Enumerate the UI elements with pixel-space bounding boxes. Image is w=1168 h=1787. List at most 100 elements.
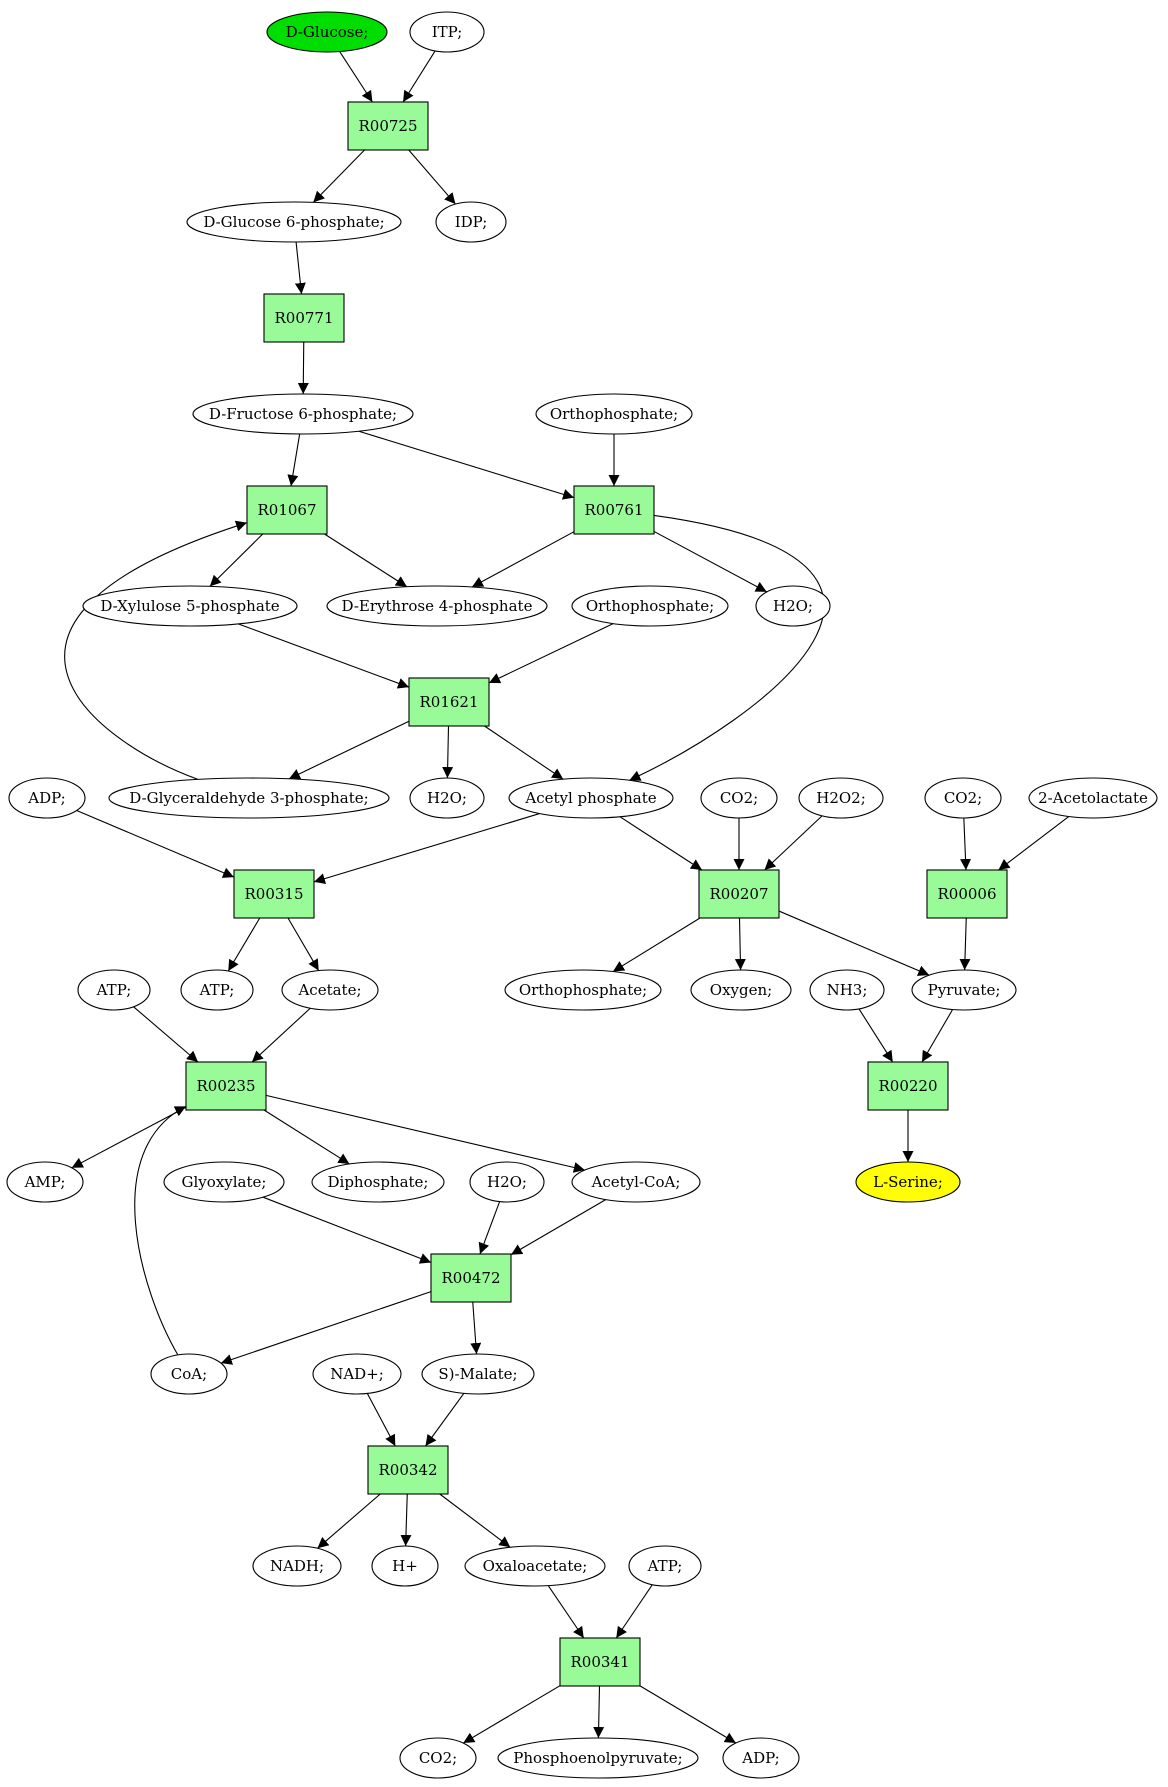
node-label: NAD+;	[330, 1365, 384, 1383]
metabolite-node-nad: NAD+;	[312, 1353, 402, 1395]
edge-R00761-to-h2o1	[653, 530, 767, 593]
reaction-box	[698, 869, 780, 919]
edge-glyoxylate-to-R00472	[262, 1196, 432, 1264]
edge-atp3-to-R00341	[615, 1584, 653, 1639]
metabolite-ellipse	[435, 201, 507, 243]
edge-R00235-to-diphosphate	[263, 1109, 350, 1165]
edge-R00341-to-pep	[593, 1685, 605, 1739]
metabolite-ellipse	[690, 969, 792, 1011]
reaction-node-r01067: R01067	[246, 485, 328, 535]
node-label: H2O2;	[816, 789, 866, 807]
edge-R00725-to-g6p	[312, 149, 365, 203]
node-label: NH3;	[827, 981, 868, 999]
metabolite-ellipse	[6, 1161, 84, 1203]
node-label: ATP;	[647, 1557, 683, 1575]
edge-oxaloacetate-to-R00341	[547, 1585, 585, 1639]
metabolite-ellipse	[77, 969, 151, 1011]
node-label: R00342	[378, 1461, 437, 1479]
node-label: Acetate;	[297, 981, 361, 999]
node-label: H2O;	[773, 597, 813, 615]
metabolite-ellipse	[1028, 777, 1158, 819]
edge-h2o3-to-R00472	[478, 1201, 501, 1255]
edge-acetylcoa-to-R00472	[510, 1199, 606, 1256]
reaction-box	[926, 869, 1008, 919]
metabolite-node-d-glucose: D-Glucose;	[266, 11, 388, 53]
reaction-node-r00006: R00006	[926, 869, 1008, 919]
node-label: R00761	[584, 501, 643, 519]
node-label: D-Glyceraldehyde 3-phosphate;	[129, 789, 368, 807]
node-label: R00220	[878, 1077, 937, 1095]
edge-f6p-to-R00761	[358, 430, 575, 500]
node-label: IDP;	[455, 213, 488, 231]
metabolite-node-coa: CoA;	[150, 1353, 228, 1395]
metabolite-node-h: H+	[371, 1545, 439, 1587]
edge-nadp-to-R00342	[366, 1393, 396, 1447]
reaction-node-r00771: R00771	[263, 293, 345, 343]
metabolite-node-h2o: H2O;	[469, 1161, 545, 1203]
metabolite-node-adp: ADP;	[8, 777, 86, 819]
edge-acetylp-to-R00315	[313, 813, 540, 884]
node-label: ADP;	[741, 1749, 779, 1767]
edge-coa-to-R00235	[134, 1105, 187, 1356]
edge-R00315-to-acetate	[287, 917, 320, 971]
metabolite-node-2-acetolactate: 2-Acetolactate	[1028, 777, 1158, 819]
edge-R01067-to-x5p	[209, 533, 264, 587]
reaction-box	[430, 1253, 512, 1303]
reaction-box	[573, 485, 655, 535]
node-label: Oxaloacetate;	[483, 1557, 588, 1575]
node-label: R00006	[937, 885, 996, 903]
node-label: R00725	[358, 117, 417, 135]
metabolite-node-h2o: H2O;	[409, 777, 485, 819]
edge-R00207-to-pyruvate	[778, 910, 930, 976]
node-label: AMP;	[24, 1173, 66, 1191]
node-label: H+	[392, 1557, 418, 1575]
metabolite-ellipse	[252, 1545, 342, 1587]
metabolite-ellipse	[571, 585, 729, 627]
node-label: Acetyl-CoA;	[591, 1173, 681, 1191]
node-label: S)-Malate;	[438, 1365, 517, 1383]
metabolite-node-adp: ADP;	[722, 1737, 800, 1779]
metabolite-ellipse	[508, 777, 674, 819]
edge-R00761-to-acetylp	[629, 514, 825, 781]
metabolite-node-h2o2: H2O2;	[798, 777, 884, 819]
edge-f6p-to-R01067	[287, 433, 301, 487]
edge-R00341-to-adp2	[639, 1685, 737, 1744]
metabolite-ellipse	[312, 1353, 402, 1395]
node-label: R00771	[274, 309, 333, 327]
metabolite-ellipse	[571, 1161, 701, 1203]
node-label: Orthophosphate;	[519, 981, 647, 999]
reaction-box	[233, 869, 315, 919]
node-label: H2O;	[487, 1173, 527, 1191]
metabolite-ellipse	[409, 777, 485, 819]
reaction-node-r00315: R00315	[233, 869, 315, 919]
edge-R00341-to-co2c	[462, 1685, 561, 1744]
reaction-node-r00341: R00341	[559, 1637, 641, 1687]
metabolite-ellipse	[8, 777, 86, 819]
edge-R00472-to-smalate	[470, 1301, 482, 1355]
node-label: ITP;	[432, 23, 463, 41]
node-label: Glyoxylate;	[182, 1173, 267, 1191]
edges-layer	[64, 50, 1070, 1744]
metabolite-node-itp: ITP;	[409, 11, 485, 53]
edge-dglucose-to-R00725	[339, 51, 373, 103]
edge-smalate-to-R00342	[425, 1393, 465, 1447]
node-label: Orthophosphate;	[586, 597, 714, 615]
node-label: R00207	[709, 885, 768, 903]
edge-R01067-to-e4p	[324, 533, 408, 588]
metabolite-node-oxaloacetate: Oxaloacetate;	[464, 1545, 606, 1587]
metabolite-ellipse	[469, 1161, 545, 1203]
node-label: R00341	[570, 1653, 629, 1671]
metabolite-node-s-malate: S)-Malate;	[421, 1353, 535, 1395]
node-label: CO2;	[720, 789, 758, 807]
edge-R00761-to-e4p	[471, 531, 575, 588]
node-label: D-Glucose 6-phosphate;	[203, 213, 384, 231]
node-label: Oxygen;	[710, 981, 772, 999]
node-label: D-Erythrose 4-phosphate	[342, 597, 533, 615]
metabolite-ellipse	[82, 585, 298, 627]
edge-h2o2b-to-R00207	[764, 815, 823, 871]
metabolite-ellipse	[150, 1353, 228, 1395]
node-label: ADP;	[27, 789, 65, 807]
reaction-node-r00220: R00220	[867, 1061, 949, 1111]
metabolite-ellipse	[108, 777, 390, 819]
metabolite-node-acetate: Acetate;	[281, 969, 379, 1011]
